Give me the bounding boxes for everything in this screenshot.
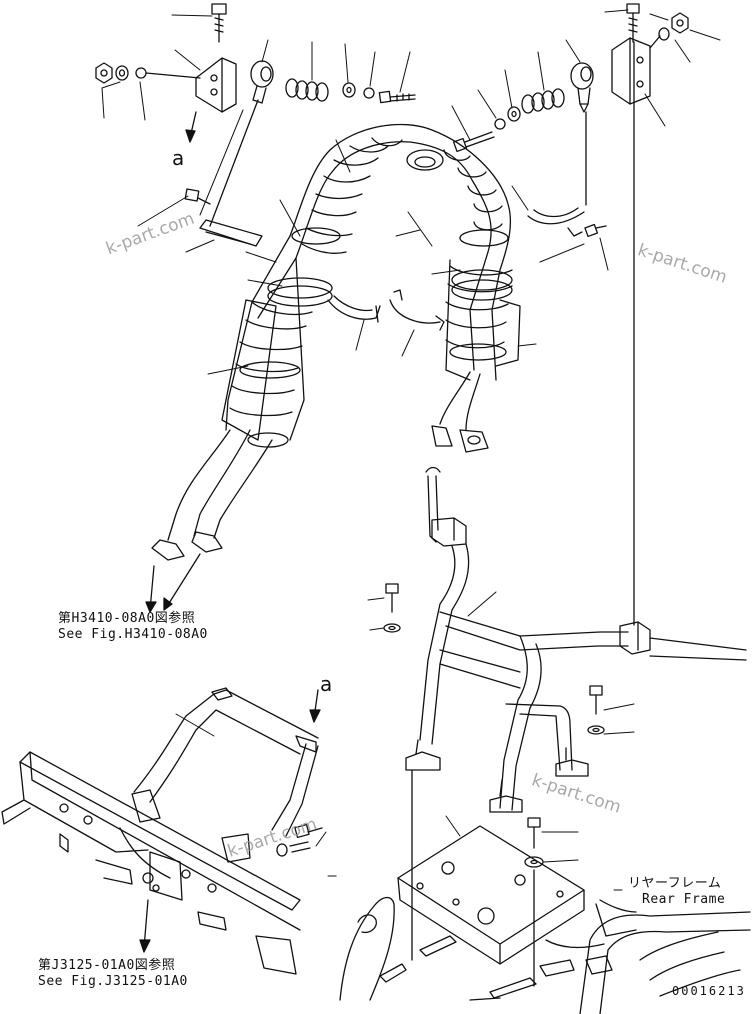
clamp-bolt-left xyxy=(184,188,211,205)
rear-frame-label-en: Rear Frame xyxy=(642,892,726,907)
left-spring-icon xyxy=(285,78,329,102)
rear-frame-label-jp: リヤーフレーム xyxy=(628,876,722,891)
frame-reference-en: See Fig.J3125-01A0 xyxy=(38,974,188,989)
top-left-bolt-icon xyxy=(211,3,227,43)
lower-left-bolts xyxy=(276,823,323,857)
band-clamp-center xyxy=(389,289,445,331)
hose-clamps xyxy=(239,227,513,448)
leader-lines-hose xyxy=(137,139,609,375)
support-frame-tubes xyxy=(405,466,747,987)
clamp-bolt-right xyxy=(584,223,607,238)
detail-a-label-bottom: a xyxy=(320,672,333,696)
leader-lines-top-right xyxy=(451,9,721,141)
leader-lines-top-left xyxy=(101,14,411,216)
right-cushion-mount-icon xyxy=(570,62,594,113)
small-marks xyxy=(329,875,623,891)
rear-frame-section xyxy=(469,899,751,1014)
base-plate xyxy=(397,825,585,965)
left-nut-washer-set-icon xyxy=(95,62,201,84)
drawing-number: 00016213 xyxy=(672,984,746,998)
fitting-arrows xyxy=(145,553,201,613)
lower-left-frame xyxy=(1,751,301,975)
right-bracket-plate-icon xyxy=(611,37,651,105)
leader-lines-frame xyxy=(367,591,635,863)
cushion-mount-icon xyxy=(250,60,274,104)
top-right-bolt-icon xyxy=(626,3,640,43)
detail-a-arrow-bottom xyxy=(309,689,321,723)
tie-rods xyxy=(209,41,635,626)
left-bracket-plate-icon xyxy=(195,57,237,113)
hose-fittings-left xyxy=(151,429,273,561)
frame-reference-jp: 第J3125-01A0図参照 xyxy=(38,958,176,973)
left-long-bolt-icon xyxy=(378,90,416,104)
band-clamp-upper-right xyxy=(527,207,585,237)
lower-left-arrow xyxy=(139,899,151,953)
lower-left-tube-bracket xyxy=(131,687,319,863)
right-long-bolt-icon xyxy=(452,131,495,153)
hose-fittings-right xyxy=(431,371,489,453)
base-feet xyxy=(379,935,575,999)
right-spring-icon xyxy=(521,88,565,114)
hose-reference-en: See Fig.H3410-08A0 xyxy=(58,627,208,642)
hose-strap-left xyxy=(199,219,263,247)
band-clamp-left xyxy=(327,295,381,323)
hose-assembly xyxy=(221,123,521,441)
frame-bolts xyxy=(383,583,605,868)
detail-a-label-top: a xyxy=(172,146,185,170)
left-washer-icon xyxy=(342,82,375,99)
hose-reference-jp: 第H3410-08A0図参照 xyxy=(58,611,196,626)
rear-frame-left-shape xyxy=(339,896,395,1001)
detail-a-arrow-top xyxy=(185,111,197,143)
right-nut-washer-set-icon xyxy=(649,12,689,49)
right-washer-icon xyxy=(494,106,521,130)
